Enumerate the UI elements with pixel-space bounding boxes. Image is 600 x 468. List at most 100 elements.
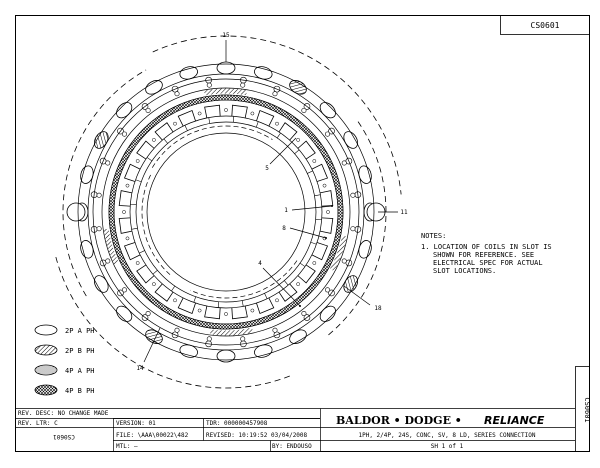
conductor-dot: [241, 337, 245, 341]
version: VERSION: 01: [116, 420, 156, 427]
tooth-mark: [300, 263, 305, 266]
coil-lobe-left: [67, 203, 85, 221]
ring: [130, 116, 322, 308]
conductor-dot: [152, 283, 155, 286]
ring: [102, 88, 350, 336]
coil-end-loops: [67, 62, 385, 362]
legend-label-2p-b: 2P B PH: [65, 347, 95, 355]
notes-heading: NOTES:: [421, 232, 446, 240]
conductor-dot: [275, 299, 278, 302]
conductor-dot: [302, 311, 306, 315]
slot: [155, 123, 173, 140]
legend-label-4p-b: 4P B PH: [65, 387, 95, 395]
conductor-dot: [146, 311, 150, 315]
conductor-dot: [351, 227, 355, 231]
legend-label-2p-a: 2P A PH: [65, 327, 95, 335]
drawing-number: CS0601: [531, 21, 560, 30]
conductor-dot: [207, 337, 211, 341]
slot: [137, 265, 154, 283]
rev-ltr-mirror: CS0601: [53, 433, 75, 440]
tooth-mark: [256, 122, 258, 128]
tooth-mark: [307, 171, 312, 174]
legend-label-4p-a: 4P A PH: [65, 367, 95, 375]
conductor-dot: [302, 108, 306, 112]
callout-leaders: [144, 40, 398, 362]
drawing-number-box: CS0601: [501, 16, 590, 35]
legend-swatch-2p-a: [35, 325, 57, 335]
conductor-dot: [122, 210, 125, 213]
conductor-dot: [152, 138, 155, 141]
winding-rings: [55, 36, 401, 388]
conductor-dot: [273, 328, 277, 332]
conductor-dot: [175, 92, 179, 96]
conductor-dot: [313, 159, 316, 162]
tooth-mark: [136, 180, 142, 182]
note-line-2: SHOWN FOR REFERENCE. SEE: [433, 251, 534, 259]
slot: [279, 123, 297, 140]
legend-swatch-4p-b: [35, 385, 57, 395]
revised-date: REVISED: 10:19:52 03/04/2008: [206, 432, 308, 439]
rev-ltr: REV. LTR: C: [18, 420, 58, 427]
hatched-segment: [210, 330, 252, 333]
slot: [178, 111, 195, 127]
slot: [256, 111, 273, 127]
drawn-by: BY: ENDOUSO: [272, 443, 312, 450]
coil-end-loop: [114, 100, 135, 121]
tooth-mark: [315, 195, 321, 196]
leader-line: [292, 206, 332, 210]
conductor-dot: [342, 259, 346, 263]
tooth-mark: [209, 118, 210, 124]
conductor-dot: [323, 184, 326, 187]
callout-1: 1: [284, 207, 288, 214]
slot: [178, 298, 195, 314]
conductor-dot: [175, 328, 179, 332]
material: MTL: –: [116, 443, 138, 450]
tooth-mark: [171, 286, 174, 291]
conductor-dot: [97, 193, 101, 197]
slot: [312, 164, 328, 181]
callout-15: 15: [222, 32, 230, 39]
slot: [125, 164, 141, 181]
side-tab: CS0601: [576, 367, 592, 452]
conductor-dot: [224, 108, 227, 111]
notes-block: NOTES: 1. LOCATION OF COILS IN SLOT IS S…: [421, 232, 552, 275]
conductor-dot: [126, 184, 129, 187]
stator-slots: [97, 83, 355, 341]
conductor-dot: [173, 122, 176, 125]
conductor-dot: [122, 132, 126, 136]
tooth-mark: [277, 133, 280, 138]
note-line-1: 1. LOCATION OF COILS IN SLOT IS: [421, 243, 552, 251]
legend-swatch-4p-a: [35, 365, 57, 375]
drawing-description: 1PH, 2/4P, 24S, CONC, SV, 8 LD, SERIES C…: [358, 432, 535, 439]
slot: [298, 141, 315, 159]
conductor-dot: [342, 161, 346, 165]
sheet-border: [16, 16, 590, 452]
tooth-mark: [194, 297, 196, 303]
dashed-inner-arc: [190, 261, 297, 298]
coil-end-loop: [317, 303, 338, 324]
callout-8: 8: [282, 225, 286, 232]
rev-desc: REV. DESC: NO CHANGE MADE: [18, 410, 109, 417]
conductor-dot: [297, 283, 300, 286]
conductor-dot: [198, 309, 201, 312]
conductor-dot: [106, 161, 110, 165]
slot: [155, 284, 173, 301]
conductor-dot: [122, 288, 126, 292]
note-line-4: SLOT LOCATIONS.: [433, 267, 496, 275]
conductor-dot: [251, 112, 254, 115]
conductor-dot: [326, 210, 329, 213]
tooth-mark: [132, 228, 138, 229]
ring: [114, 100, 338, 324]
tdr-number: TDR: 000000457908: [206, 420, 268, 427]
hatched-segment: [204, 91, 246, 93]
ring: [88, 74, 364, 350]
ring: [93, 79, 359, 345]
conductor-dot: [224, 312, 227, 315]
tooth-mark: [295, 150, 300, 154]
tooth-mark: [311, 242, 317, 244]
conductor-dot: [146, 108, 150, 112]
leader-dot: [325, 237, 327, 239]
coil-end-loop: [317, 100, 338, 121]
conductor-dot: [97, 227, 101, 231]
brand-name: BALDOR • DODGE •: [336, 414, 462, 427]
